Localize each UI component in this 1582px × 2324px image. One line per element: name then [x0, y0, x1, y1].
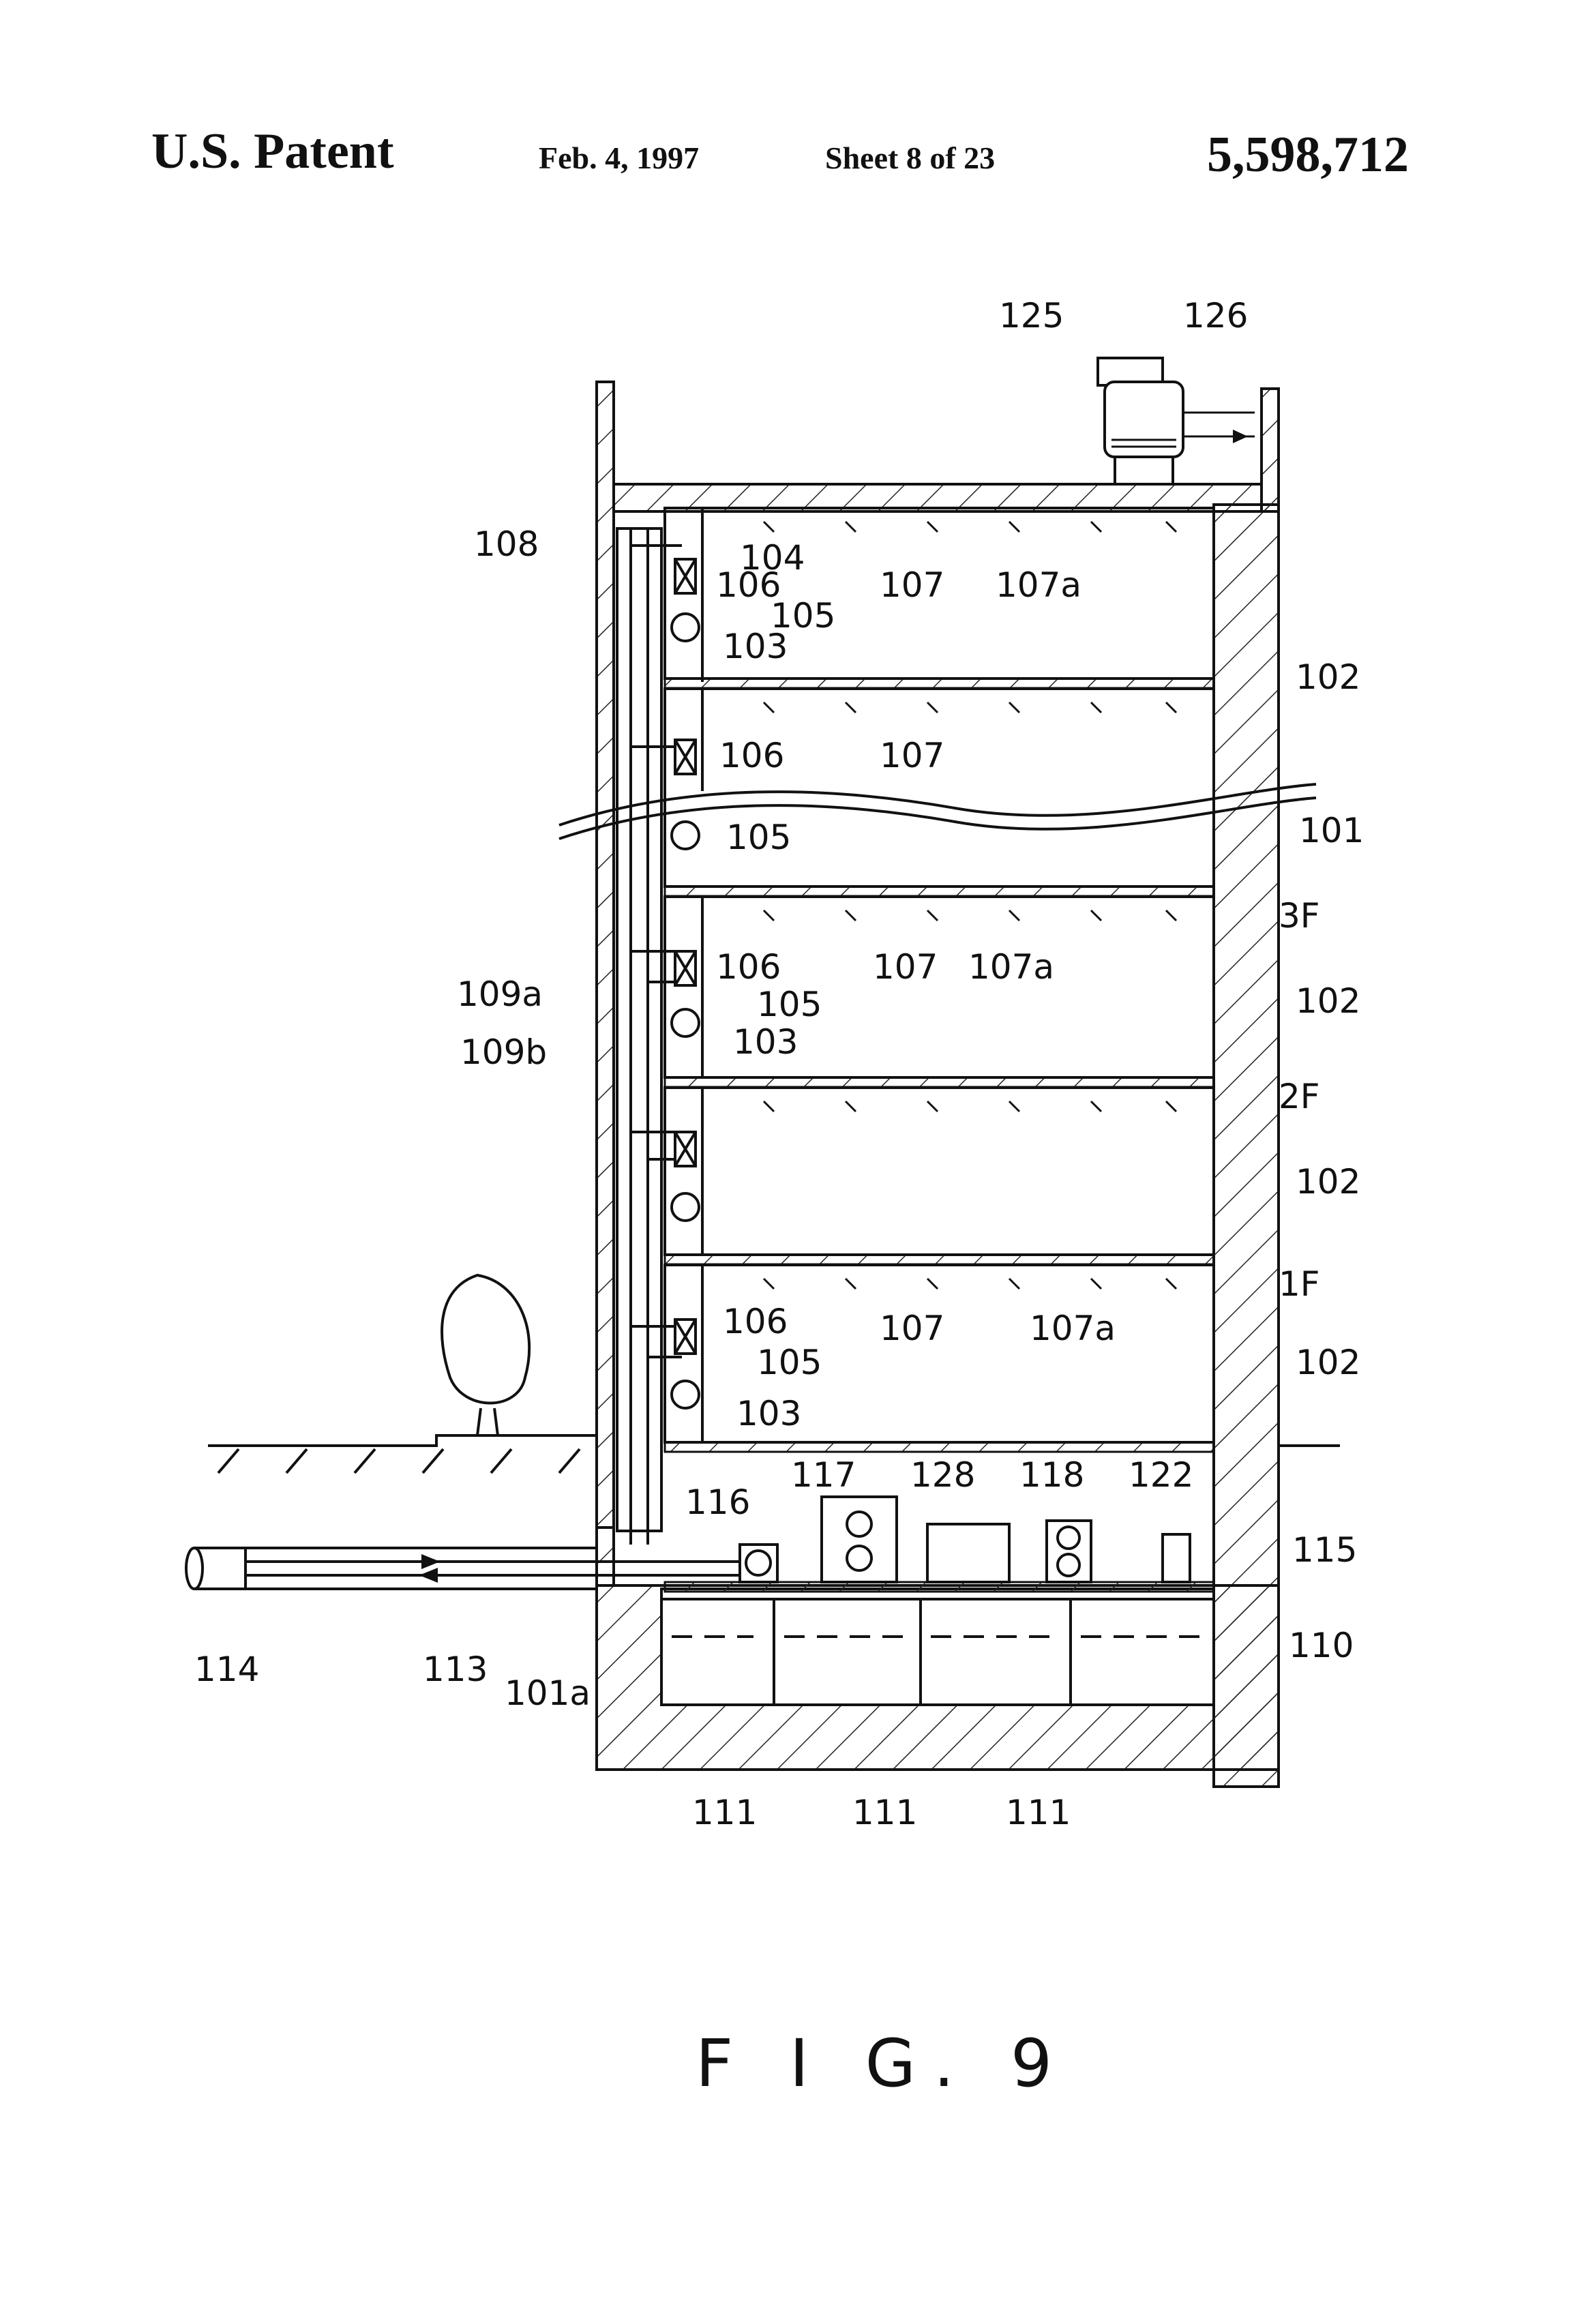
label-107: 107	[873, 947, 938, 987]
basement-equipment	[740, 1497, 1190, 1582]
label-106: 106	[723, 1302, 788, 1341]
ceiling-nozzles	[764, 522, 1176, 1289]
label-102: 102	[1296, 1343, 1360, 1382]
label-118: 118	[1019, 1455, 1084, 1495]
label-125: 125	[999, 296, 1064, 336]
label-106: 106	[719, 736, 784, 775]
label-126: 126	[1183, 296, 1248, 336]
label-116: 116	[685, 1483, 750, 1522]
label-103: 103	[723, 627, 788, 666]
label-107a: 107a	[968, 947, 1054, 987]
label-101: 101	[1299, 811, 1364, 850]
label-109a: 109a	[457, 974, 543, 1014]
figure-caption: F I G. 9	[696, 2025, 1070, 2102]
label-122: 122	[1129, 1455, 1193, 1495]
label-105: 105	[757, 985, 822, 1024]
label-101a: 101a	[505, 1673, 591, 1713]
label-105: 105	[757, 1343, 822, 1382]
label-128: 128	[910, 1455, 975, 1495]
label-107: 107	[880, 736, 944, 775]
label-110: 110	[1289, 1626, 1354, 1665]
label-111: 111	[1006, 1793, 1071, 1832]
label-108: 108	[474, 524, 539, 564]
label-1F: 1F	[1279, 1264, 1320, 1304]
label-105: 105	[726, 818, 791, 857]
label-114: 114	[194, 1650, 259, 1689]
label-107a: 107a	[1030, 1309, 1116, 1348]
label-107a: 107a	[996, 565, 1081, 605]
label-115: 115	[1292, 1530, 1357, 1570]
label-2F: 2F	[1279, 1077, 1320, 1116]
label-109b: 109b	[460, 1032, 547, 1072]
label-107: 107	[880, 565, 944, 605]
label-3F: 3F	[1279, 896, 1320, 936]
label-102: 102	[1296, 1162, 1360, 1202]
label-113: 113	[423, 1650, 488, 1689]
label-117: 117	[791, 1455, 856, 1495]
label-103: 103	[733, 1022, 798, 1062]
label-111: 111	[852, 1793, 917, 1832]
label-103: 103	[736, 1394, 801, 1433]
label-106: 106	[716, 947, 781, 987]
label-102: 102	[1296, 981, 1360, 1021]
label-102: 102	[1296, 657, 1360, 697]
rooftop-unit	[1098, 358, 1255, 484]
label-111: 111	[692, 1793, 757, 1832]
label-107: 107	[880, 1309, 944, 1348]
